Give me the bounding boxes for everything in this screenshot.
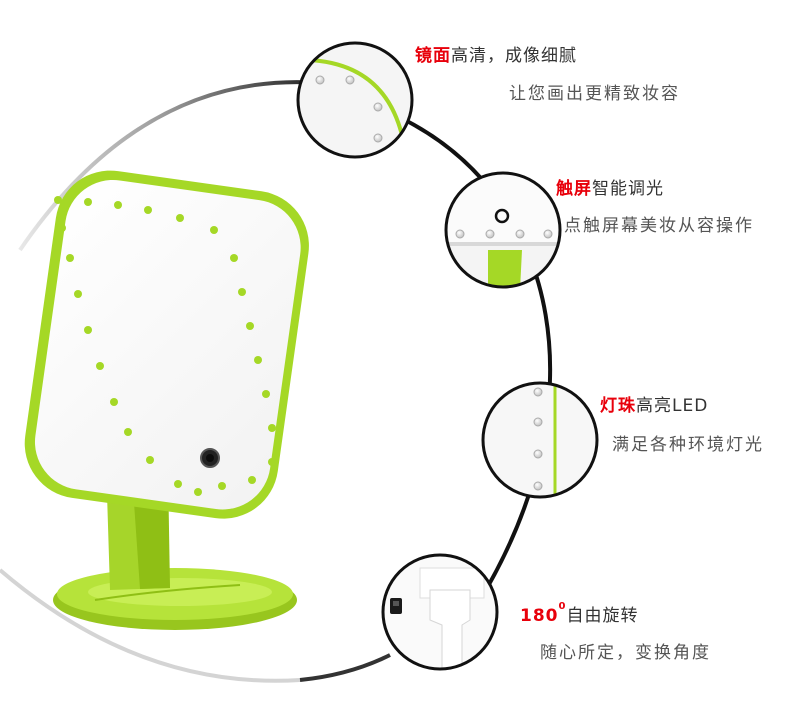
feature-desc: 让您画出更精致妆容 <box>509 84 680 104</box>
feature-title: 触屏智能调光 <box>556 174 754 199</box>
feature-highlight-sup: 0 <box>558 601 567 612</box>
feature-title-rest: 高清，成像细腻 <box>451 46 577 66</box>
led-dot <box>58 224 66 232</box>
led-dot <box>84 198 92 206</box>
detail-led-beads <box>481 381 599 499</box>
led-dot <box>66 254 74 262</box>
led-dot <box>230 254 238 262</box>
led-dot <box>74 290 82 298</box>
feature-title-rest: 自由旋转 <box>566 606 639 626</box>
led-dot <box>174 480 182 488</box>
feature-touch: 触屏智能调光 点触屏幕美妆从容操作 <box>556 174 754 236</box>
mirror-frame <box>24 170 309 519</box>
led-dot <box>146 456 154 464</box>
feature-desc: 满足各种环境灯光 <box>612 435 764 455</box>
led-dot <box>96 362 104 370</box>
led-dot <box>262 390 270 398</box>
feature-title-rest: 高亮LED <box>636 396 709 416</box>
led-dot <box>210 226 218 234</box>
led-dot <box>246 322 254 330</box>
led-dot <box>238 288 246 296</box>
led-dot <box>54 196 62 204</box>
led-dot <box>176 214 184 222</box>
feature-rotation: 1800自由旋转 随心所定，变换角度 <box>520 601 711 663</box>
led-dot <box>218 482 226 490</box>
led-dot <box>254 356 262 364</box>
feature-mirror: 镜面高清，成像细腻 让您画出更精致妆容 <box>415 41 680 104</box>
led-dot <box>124 428 132 436</box>
led-dot <box>268 424 276 432</box>
led-dot <box>114 201 122 209</box>
detail-rotation-hinge <box>381 553 499 671</box>
feature-desc: 随心所定，变换角度 <box>540 643 711 663</box>
feature-led: 灯珠高亮LED 满足各种环境灯光 <box>600 391 764 455</box>
feature-highlight: 触屏 <box>556 179 592 199</box>
feature-highlight: 镜面 <box>415 46 451 66</box>
mirror-led-ring <box>54 196 276 496</box>
led-dot <box>110 398 118 406</box>
detail-touch-button <box>444 171 562 289</box>
led-dot <box>194 488 202 496</box>
feature-highlight: 灯珠 <box>600 396 636 416</box>
detail-mirror-corner <box>296 41 414 159</box>
led-dot <box>84 326 92 334</box>
feature-title: 灯珠高亮LED <box>600 391 764 416</box>
decorative-arc-lower <box>0 568 301 683</box>
feature-title: 镜面高清，成像细腻 <box>415 41 680 66</box>
led-dot <box>144 206 152 214</box>
feature-title-rest: 智能调光 <box>592 179 664 199</box>
led-dot <box>268 458 276 466</box>
feature-highlight: 180 <box>520 606 559 626</box>
feature-desc: 点触屏幕美妆从容操作 <box>564 216 754 236</box>
feature-title: 1800自由旋转 <box>520 601 711 626</box>
led-dot <box>248 476 256 484</box>
mirror-base <box>53 568 297 630</box>
decorative-arc-right <box>404 118 553 602</box>
